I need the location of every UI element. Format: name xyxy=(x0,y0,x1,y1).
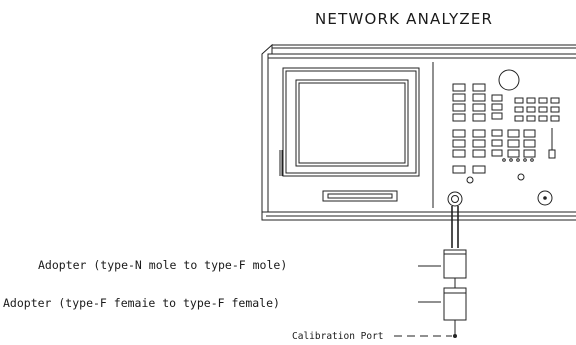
display-screen xyxy=(295,79,409,167)
port-2-connector xyxy=(537,190,553,206)
front-panel-keys xyxy=(452,83,560,184)
calibration-port-label: Calibration Port xyxy=(292,331,384,342)
network-analyzer xyxy=(261,43,576,221)
diagram-title: NETWORK ANALYZER xyxy=(315,10,493,28)
rpg-knob xyxy=(498,69,520,91)
adapter-1-label: Adopter (type-N mole to type-F mole) xyxy=(38,258,287,272)
adapter-2-label: Adopter (type-F femaie to type-F female) xyxy=(3,296,280,310)
disk-slot xyxy=(322,190,398,202)
cable-chain xyxy=(394,206,467,338)
port-1-connector xyxy=(447,191,463,207)
